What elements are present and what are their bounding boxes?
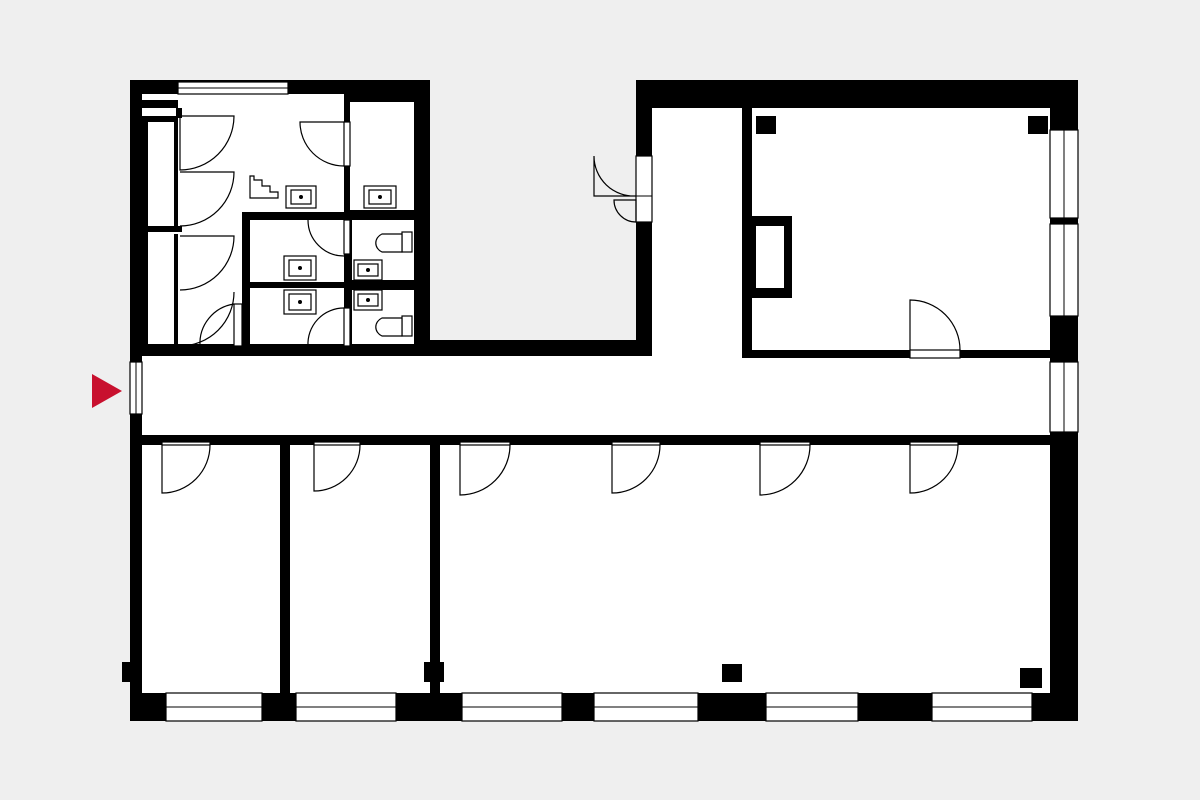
ne-room-wall (742, 350, 1050, 358)
north-east-room (752, 108, 1050, 352)
south-open-office (440, 445, 1050, 693)
window (635, 155, 653, 223)
door[interactable] (179, 291, 235, 347)
door[interactable] (593, 155, 637, 223)
ne-closet-inside (756, 226, 784, 288)
core-partition (414, 94, 430, 354)
washbasin-icon (283, 255, 317, 281)
column (122, 662, 142, 682)
washbasin-icon (353, 289, 383, 311)
entrance-door[interactable] (129, 361, 143, 415)
core-partition (146, 116, 176, 122)
core-partition (142, 100, 178, 108)
core-partition (142, 116, 148, 346)
toilet-icon (375, 231, 413, 253)
core-partition (242, 212, 420, 220)
core-partition (250, 282, 420, 288)
ne-room-wall (742, 106, 752, 358)
column (424, 662, 444, 682)
window (931, 692, 1033, 722)
fixtures (249, 175, 413, 337)
washbasin-icon (353, 259, 383, 281)
stair-icon (249, 175, 279, 199)
door[interactable] (199, 303, 243, 347)
window (295, 692, 397, 722)
columns (122, 116, 1048, 688)
door[interactable] (611, 441, 661, 494)
windows (129, 81, 1079, 722)
doors (161, 115, 961, 496)
window (765, 692, 859, 722)
entrance-arrow-icon (92, 374, 122, 408)
corridor-north-stub (652, 108, 742, 358)
floor-areas (142, 94, 1050, 693)
window (1049, 361, 1079, 433)
toilet-icon (375, 315, 413, 337)
core-partition (176, 108, 182, 118)
column (722, 664, 742, 682)
washbasin-icon (283, 289, 317, 315)
window (165, 692, 263, 722)
door[interactable] (179, 171, 235, 227)
core-partition (174, 116, 178, 226)
corridor-south-wall (142, 435, 1050, 445)
column (1020, 668, 1042, 688)
door[interactable] (909, 299, 961, 359)
south-partition (280, 440, 290, 698)
washbasin-icon (285, 185, 317, 209)
south-west-office (142, 445, 280, 693)
core-partition (174, 234, 178, 346)
south-partition (430, 440, 440, 698)
window (461, 692, 563, 722)
door[interactable] (299, 121, 351, 167)
washbasin-icon (363, 185, 397, 209)
core-partition (142, 226, 182, 232)
column (756, 116, 776, 134)
door[interactable] (161, 441, 211, 494)
core-partition (142, 344, 420, 354)
door[interactable] (307, 219, 351, 257)
column (1028, 116, 1048, 134)
door[interactable] (909, 441, 959, 494)
window (177, 81, 289, 95)
door[interactable] (759, 441, 811, 496)
corridor (142, 356, 1050, 435)
south-middle-office (290, 445, 430, 693)
door[interactable] (459, 441, 511, 496)
door[interactable] (179, 235, 235, 291)
door[interactable] (307, 307, 351, 347)
door[interactable] (179, 115, 235, 171)
window (593, 692, 699, 722)
window (1049, 129, 1079, 219)
window (1049, 223, 1079, 317)
door[interactable] (313, 441, 361, 492)
core-partition (242, 212, 250, 352)
